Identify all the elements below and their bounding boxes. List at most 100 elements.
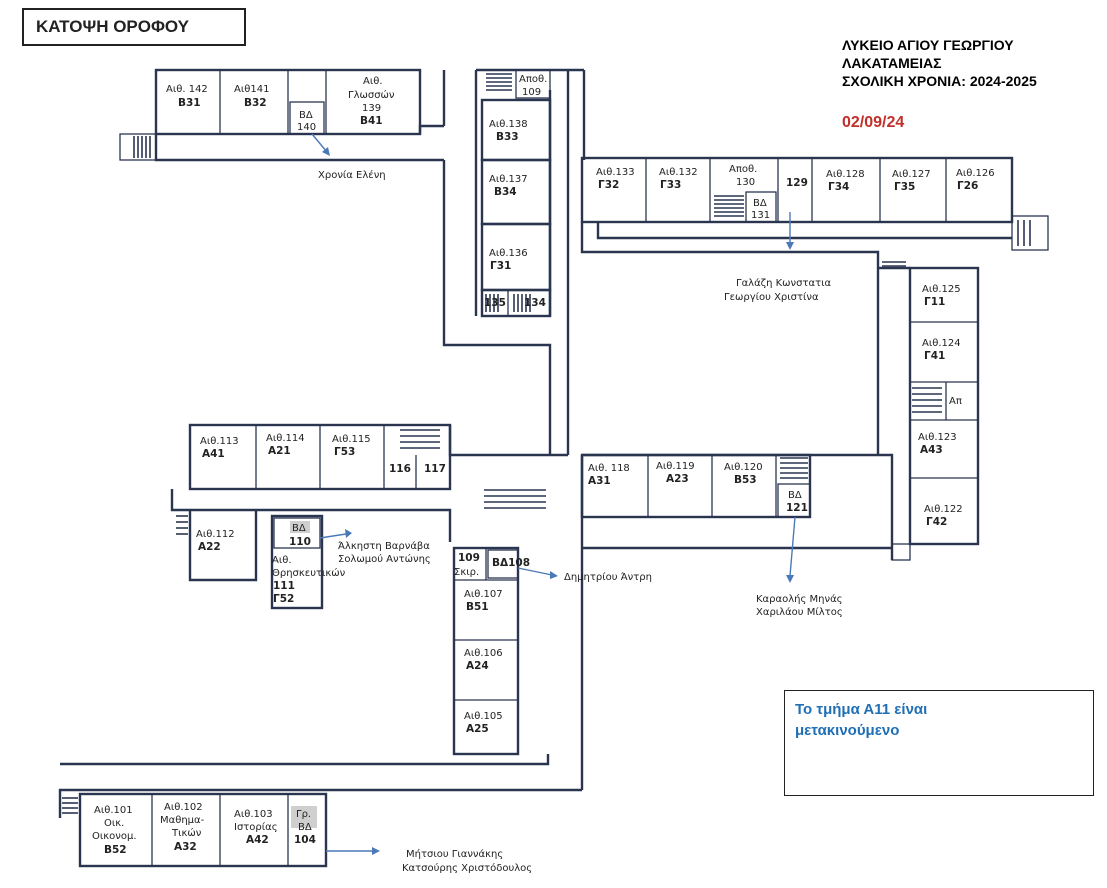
svg-text:Γαλάζη Κωνστατια: Γαλάζη Κωνστατια xyxy=(736,277,832,289)
svg-text:Αιθ.102: Αιθ.102 xyxy=(164,802,203,813)
room-102: Αιθ.102 Μαθημα- Τικών Α32 xyxy=(160,802,205,853)
svg-text:Γ26: Γ26 xyxy=(957,180,978,192)
svg-text:Γ33: Γ33 xyxy=(660,179,681,191)
svg-text:Οικ.: Οικ. xyxy=(104,818,124,829)
svg-text:Αιθ.137: Αιθ.137 xyxy=(489,174,528,185)
room-137: Αιθ.137 Β34 xyxy=(489,174,528,198)
svg-text:Αιθ. 118: Αιθ. 118 xyxy=(588,463,630,474)
svg-text:Β31: Β31 xyxy=(178,97,201,109)
svg-text:Αιθ.113: Αιθ.113 xyxy=(200,436,239,447)
svg-text:Αιθ.124: Αιθ.124 xyxy=(922,338,961,349)
svg-text:Αιθ.136: Αιθ.136 xyxy=(489,248,528,259)
svg-text:139: 139 xyxy=(362,103,381,114)
stairs-120 xyxy=(780,457,808,479)
room-ap: Απ xyxy=(949,396,962,407)
svg-text:Γ34: Γ34 xyxy=(828,181,849,193)
svg-text:Γ52: Γ52 xyxy=(273,593,294,605)
svg-text:Β53: Β53 xyxy=(734,474,757,486)
wing-rooms-138-134 xyxy=(480,69,552,318)
svg-text:Χρονία Ελένη: Χρονία Ελένη xyxy=(318,169,386,181)
room-140: ΒΔ 140 xyxy=(297,110,316,133)
duty-108: Δημητρίου Άντρη xyxy=(517,567,652,583)
room-142: Αιθ. 142 Β31 xyxy=(166,84,208,109)
stairs-135 xyxy=(485,294,531,312)
room-127: Αιθ.127 Γ35 xyxy=(892,169,931,193)
room-107: Αιθ.107 Β51 xyxy=(464,589,503,613)
duty-110: Άλκηστη Βαρνάβα Σολωμού Αντώνης xyxy=(319,529,431,565)
room-136: Αιθ.136 Γ31 xyxy=(489,248,528,272)
stairs-109 xyxy=(486,73,512,91)
svg-text:Α24: Α24 xyxy=(466,660,489,672)
wing-rooms-109-105 xyxy=(452,546,520,756)
svg-text:130: 130 xyxy=(736,177,755,188)
svg-text:Δημητρίου Άντρη: Δημητρίου Άντρη xyxy=(564,571,652,583)
room-134: 134 xyxy=(524,297,546,309)
svg-text:ΒΔ: ΒΔ xyxy=(788,490,802,501)
svg-text:Γλωσσών: Γλωσσών xyxy=(348,89,395,101)
svg-text:Γ32: Γ32 xyxy=(598,179,619,191)
svg-text:Οικονομ.: Οικονομ. xyxy=(92,831,137,842)
svg-text:Α41: Α41 xyxy=(202,448,225,460)
svg-text:Καραολής Μηνάς: Καραολής Μηνάς xyxy=(756,593,843,605)
svg-text:Α31: Α31 xyxy=(588,475,611,487)
room-138: Αιθ.138 Β33 xyxy=(489,119,528,143)
svg-text:Θρησκευτικών: Θρησκευτικών xyxy=(272,567,346,579)
wing-middle-left xyxy=(170,423,550,610)
svg-text:Ιστορίας: Ιστορίας xyxy=(234,821,278,833)
svg-text:Γρ.: Γρ. xyxy=(296,809,311,820)
svg-text:Αιθ. 142: Αιθ. 142 xyxy=(166,84,208,95)
room-105: Αιθ.105 Α25 xyxy=(464,711,503,735)
svg-text:Β52: Β52 xyxy=(104,844,127,856)
svg-text:Αιθ.126: Αιθ.126 xyxy=(956,168,995,179)
svg-text:Α25: Α25 xyxy=(466,723,489,735)
svg-text:Κατσούρης Χριστόδουλος: Κατσούρης Χριστόδουλος xyxy=(402,862,532,874)
school-header: ΛΥΚΕΙΟ ΑΓΙΟΥ ΓΕΩΡΓΙΟΥ ΛΑΚΑΤΑΜΕΙΑΣ ΣΧΟΛΙΚ… xyxy=(842,36,1037,90)
room-114: Αιθ.114 Α21 xyxy=(266,433,305,457)
svg-text:Αιθ.106: Αιθ.106 xyxy=(464,648,503,659)
svg-text:Β51: Β51 xyxy=(466,601,489,613)
room-132: Αιθ.132 Γ33 xyxy=(659,167,698,191)
wing-top-left xyxy=(119,68,444,162)
svg-text:Α22: Α22 xyxy=(198,541,221,553)
svg-text:Αιθ.103: Αιθ.103 xyxy=(234,809,273,820)
svg-text:Αιθ.114: Αιθ.114 xyxy=(266,433,305,444)
svg-text:ΒΔ: ΒΔ xyxy=(292,523,306,534)
svg-text:Γεωργίου Χριστίνα: Γεωργίου Χριστίνα xyxy=(724,291,819,303)
svg-text:Αιθ.120: Αιθ.120 xyxy=(724,462,763,473)
svg-text:Άλκηστη Βαρνάβα: Άλκηστη Βαρνάβα xyxy=(338,540,430,552)
svg-text:Χαριλάου Μίλτος: Χαριλάου Μίλτος xyxy=(756,606,843,618)
room-139: Αιθ. Γλωσσών 139 Β41 xyxy=(348,76,395,127)
wing-top-right xyxy=(580,156,1049,455)
svg-text:Αιθ.: Αιθ. xyxy=(363,76,383,87)
svg-text:131: 131 xyxy=(751,210,770,221)
room-128: Αιθ.128 Γ34 xyxy=(826,169,865,193)
note-line2: μετακινούμενο xyxy=(795,722,900,739)
room-120: Αιθ.120 Β53 xyxy=(724,462,763,486)
svg-text:109: 109 xyxy=(522,87,541,98)
room-135: 135 xyxy=(484,297,506,309)
svg-text:Αποθ.: Αποθ. xyxy=(519,74,547,85)
stairs-116 xyxy=(176,429,546,535)
room-104: Γρ. ΒΔ 104 xyxy=(294,809,316,846)
plan-title: ΚΑΤΟΨΗ ΟΡΟΦΟΥ xyxy=(22,8,246,46)
svg-text:111: 111 xyxy=(273,580,295,592)
svg-text:121: 121 xyxy=(786,502,808,514)
room-106: Αιθ.106 Α24 xyxy=(464,648,503,672)
room-129: 129 xyxy=(786,177,808,189)
room-111: Αιθ. Θρησκευτικών 111 Γ52 xyxy=(272,555,346,605)
school-name-line2: ΛΑΚΑΤΑΜΕΙΑΣ xyxy=(842,55,942,71)
duty-140: Χρονία Ελένη xyxy=(311,133,386,181)
svg-text:109: 109 xyxy=(458,552,480,564)
room-130: Αποθ. 130 xyxy=(729,164,757,188)
svg-text:Αιθ.115: Αιθ.115 xyxy=(332,434,371,445)
svg-text:Γ42: Γ42 xyxy=(926,516,947,528)
svg-text:Αιθ.138: Αιθ.138 xyxy=(489,119,528,130)
svg-text:Αιθ.112: Αιθ.112 xyxy=(196,529,235,540)
svg-text:Α21: Α21 xyxy=(268,445,291,457)
room-109-changing: 109 Σκιρ. xyxy=(454,552,480,578)
room-112: Αιθ.112 Α22 xyxy=(196,529,235,553)
svg-text:Τικών: Τικών xyxy=(171,827,202,839)
room-123: Αιθ.123 Α43 xyxy=(918,432,957,456)
svg-text:Γ35: Γ35 xyxy=(894,181,915,193)
